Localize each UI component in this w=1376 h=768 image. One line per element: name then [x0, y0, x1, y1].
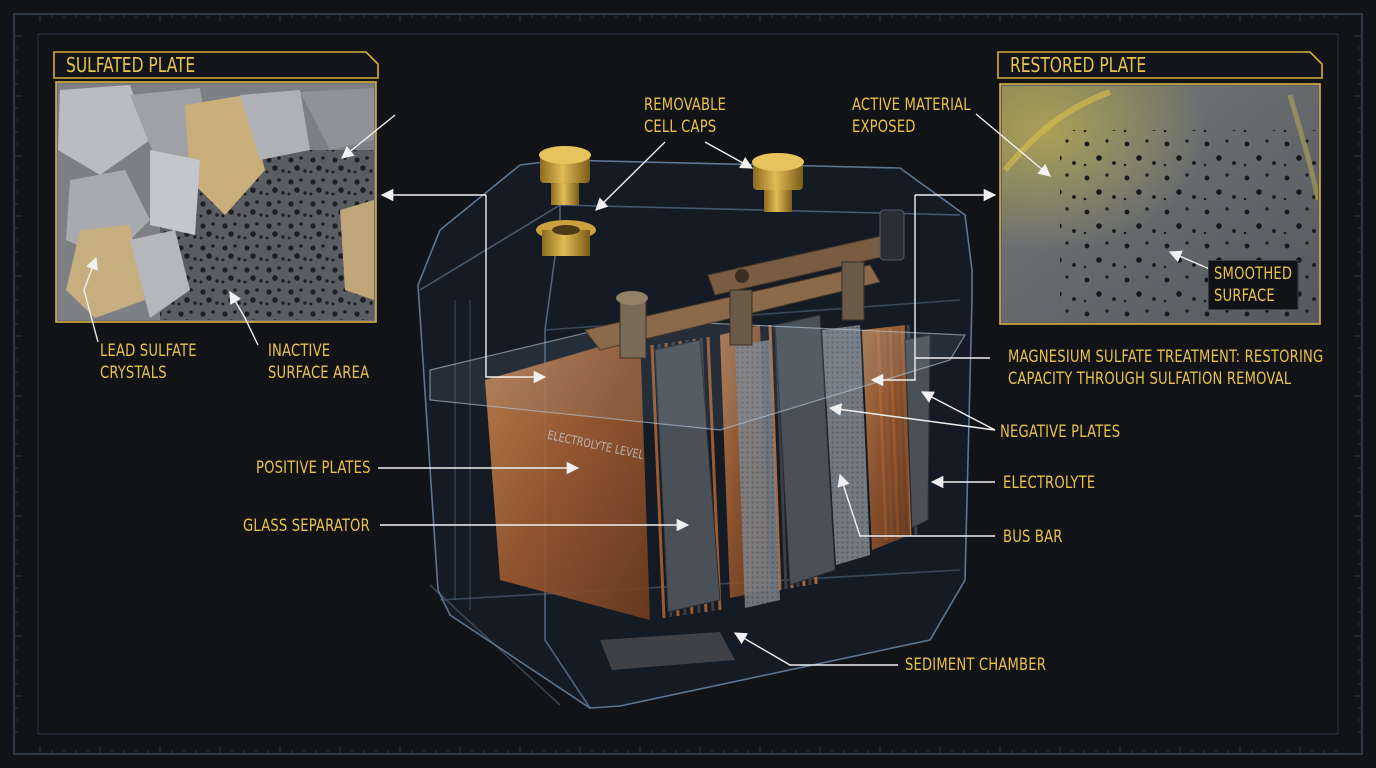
lead-sulfate-line-1: LEAD SULFATE	[100, 341, 197, 361]
sulfated-plate-title: SULFATED PLATE	[66, 53, 196, 77]
inactive-area-line-2: SURFACE AREA	[268, 363, 370, 383]
electrolyte-label: ELECTROLYTE	[1003, 473, 1096, 493]
blueprint-frame	[13, 13, 1363, 755]
sediment-chamber-label: SEDIMENT CHAMBER	[905, 655, 1047, 675]
inactive-surface-area-label: INACTIVE SURFACE AREA	[268, 340, 369, 384]
treatment-line-2: CAPACITY THROUGH SULFATION REMOVAL	[1008, 369, 1292, 389]
callout-lines	[83, 113, 1213, 666]
restored-plate-panel	[997, 51, 1323, 325]
bus-bar	[584, 209, 905, 359]
sediment-deposit	[600, 632, 735, 670]
active-material-line-2: EXPOSED	[852, 117, 916, 137]
cell-caps	[536, 146, 804, 256]
plate-stack	[485, 314, 931, 620]
smoothed-surface-line-2: SURFACE	[1214, 286, 1275, 306]
negative-plates-label: NEGATIVE PLATES	[1000, 422, 1121, 442]
positive-plates-label: POSITIVE PLATES	[256, 458, 371, 478]
bus-bar-label: BUS BAR	[1003, 527, 1063, 547]
inactive-area-line-1: INACTIVE	[268, 341, 331, 361]
lead-sulfate-crystals-label: LEAD SULFATE CRYSTALS	[100, 340, 197, 384]
lead-sulfate-line-2: CRYSTALS	[100, 363, 167, 383]
cell-caps-label: REMOVABLE CELL CAPS	[644, 94, 726, 138]
treatment-caption: MAGNESIUM SULFATE TREATMENT: RESTORING C…	[1008, 346, 1323, 390]
treatment-line-1: MAGNESIUM SULFATE TREATMENT: RESTORING	[1008, 347, 1324, 367]
cell-caps-line-2: CELL CAPS	[644, 117, 717, 137]
sulfated-plate-panel	[53, 51, 379, 323]
glass-separator-label: GLASS SEPARATOR	[243, 516, 370, 536]
smoothed-surface-label: SMOOTHED SURFACE	[1208, 260, 1299, 310]
active-material-label: ACTIVE MATERIAL EXPOSED	[852, 94, 971, 138]
smoothed-surface-line-1: SMOOTHED	[1214, 264, 1293, 284]
cell-caps-line-1: REMOVABLE	[644, 95, 727, 115]
restored-plate-title: RESTORED PLATE	[1010, 53, 1147, 77]
active-material-line-1: ACTIVE MATERIAL	[852, 95, 971, 115]
